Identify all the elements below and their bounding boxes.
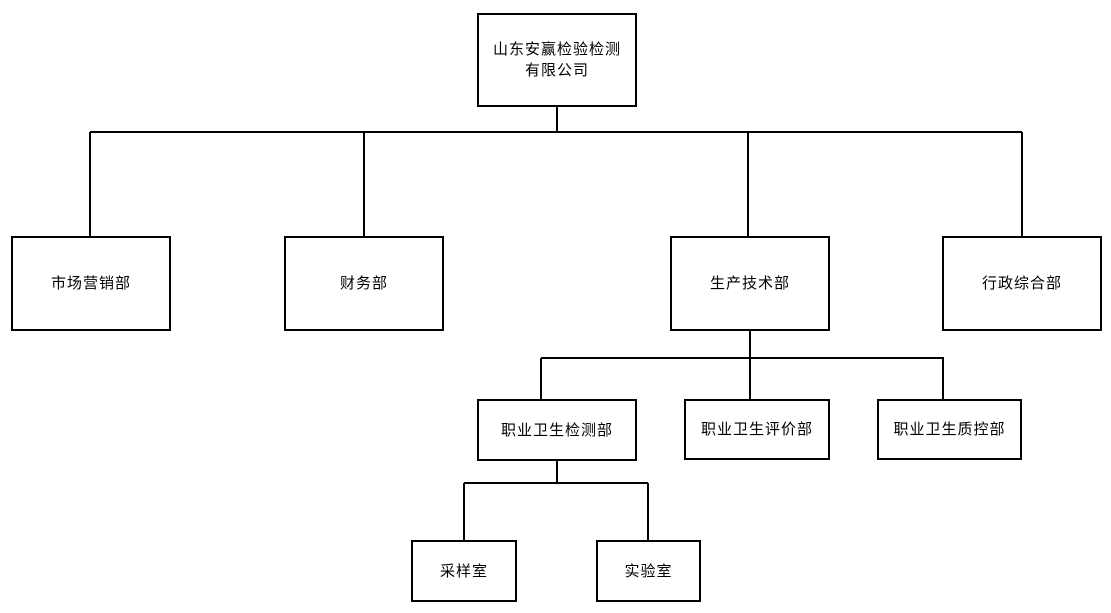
org-node-oh-qc-label: 职业卫生质控部 bbox=[893, 421, 1006, 438]
org-node-production-tech: 生产技术部 bbox=[670, 236, 830, 331]
org-node-laboratory: 实验室 bbox=[596, 540, 701, 602]
org-node-oh-evaluation: 职业卫生评价部 bbox=[684, 399, 830, 460]
org-node-oh-testing-label: 职业卫生检测部 bbox=[500, 421, 613, 439]
org-node-sampling-room: 采样室 bbox=[411, 540, 517, 602]
org-node-admin-general: 行政综合部 bbox=[942, 236, 1102, 331]
org-node-oh-testing: 职业卫生检测部 bbox=[477, 399, 637, 461]
org-node-oh-evaluation-label: 职业卫生评价部 bbox=[700, 421, 813, 438]
org-node-company-label: 山东安赢检验检测 有限公司 bbox=[492, 41, 621, 79]
org-node-oh-qc: 职业卫生质控部 bbox=[877, 399, 1022, 460]
org-node-production-tech-label: 生产技术部 bbox=[709, 275, 790, 292]
org-node-laboratory-label: 实验室 bbox=[624, 562, 673, 580]
org-node-finance-label: 财务部 bbox=[339, 275, 388, 292]
org-node-marketing: 市场营销部 bbox=[11, 236, 171, 331]
org-node-marketing-label: 市场营销部 bbox=[50, 275, 131, 292]
org-node-company: 山东安赢检验检测 有限公司 bbox=[477, 13, 637, 107]
org-node-admin-general-label: 行政综合部 bbox=[981, 275, 1062, 292]
org-node-sampling-room-label: 采样室 bbox=[439, 562, 488, 580]
org-node-finance: 财务部 bbox=[284, 236, 444, 331]
